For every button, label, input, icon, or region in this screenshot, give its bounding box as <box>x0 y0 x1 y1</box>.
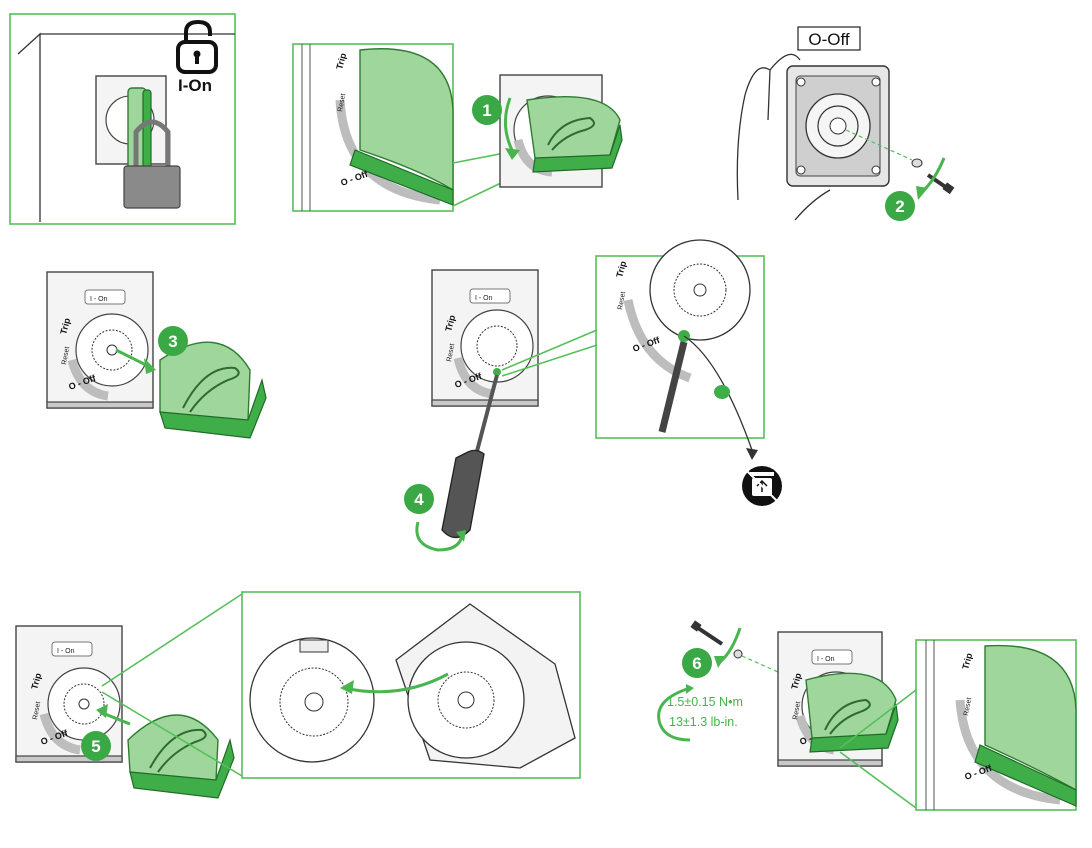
washer <box>911 158 923 168</box>
panel-step4: I - On Trip Reset O - Off 4 Trip Reset O… <box>404 239 782 552</box>
plate3-trip-label: Trip <box>58 317 72 336</box>
handle-6 <box>805 672 897 743</box>
plate5-trip-label: Trip <box>29 672 43 691</box>
plate3-ion-label: I - On <box>90 296 108 303</box>
plate6-ion-label: I - On <box>817 656 835 663</box>
plate5-reset-label: Reset <box>32 701 42 720</box>
inset-handle-edge <box>349 149 454 206</box>
inset-frame-step5 <box>241 591 581 779</box>
label-ion: I-On <box>178 76 212 95</box>
inset4-reset-label: Reset <box>617 291 627 310</box>
door-edge <box>17 32 235 222</box>
step-2-number: 2 <box>895 197 904 216</box>
inset-trip-label: Trip <box>334 52 348 71</box>
panel-step6: 6 1.5±0.15 N•m 13±1.3 lb-in. I - On Trip… <box>657 620 1077 811</box>
inset-frame-padlock <box>9 13 236 225</box>
handle-side <box>142 89 152 173</box>
screwdriver-handle <box>441 449 485 539</box>
ooff-label: O-Off <box>808 30 850 49</box>
padlock-open-icon <box>176 19 218 74</box>
panel-step5: I - On Trip Reset O - Off 5 <box>15 591 581 799</box>
inset4-trip-label: Trip <box>614 260 628 279</box>
screwdriver-shaft <box>474 374 499 456</box>
padlock-body <box>123 165 181 209</box>
inset6-trip-label: Trip <box>960 652 974 671</box>
ooff-box <box>797 26 861 51</box>
step-1-number: 1 <box>482 101 491 120</box>
step-1-badge <box>472 95 502 125</box>
plate6-reset-label: Reset <box>792 701 802 720</box>
plate4-trip-label: Trip <box>443 314 457 333</box>
step-3-number: 3 <box>168 332 177 351</box>
inset-handle <box>359 48 454 192</box>
panel-step1: Trip Reset O - Off 1 <box>292 43 623 212</box>
panel-padlock: I-On <box>9 13 236 225</box>
panel-step3: I - On Trip Reset O - Off 3 <box>46 271 267 439</box>
plate4-reset-label: Reset <box>446 343 456 362</box>
plate3-reset-label: Reset <box>61 346 71 365</box>
step-2-badge <box>885 191 915 221</box>
recycle-bin-icon <box>742 466 782 506</box>
rotate-arrow-1 <box>504 97 514 151</box>
torque-metric: 1.5±0.15 N•m <box>667 695 743 709</box>
inset-off-label: O - Off <box>339 169 370 188</box>
step-5-badge <box>81 731 111 761</box>
step-4-number: 4 <box>414 490 424 509</box>
hand <box>736 53 801 201</box>
plate5-ion-label: I - On <box>57 648 75 655</box>
plate6-trip-label: Trip <box>789 672 803 691</box>
panel-step2: O-Off 2 <box>736 26 955 221</box>
handle-1 <box>526 96 621 165</box>
step-4-badge <box>404 484 434 514</box>
inset-reset-label: Reset <box>337 93 347 112</box>
screw-6 <box>696 626 724 646</box>
padlock-shackle <box>133 119 171 170</box>
torque-imperial: 13±1.3 lb-in. <box>669 715 738 729</box>
plate4-ion-label: I - On <box>475 295 493 302</box>
step-3-badge <box>158 326 188 356</box>
step-5-number: 5 <box>91 737 100 756</box>
step-6-badge <box>682 648 712 678</box>
inset6-reset-label: Reset <box>963 697 973 716</box>
step-6-number: 6 <box>692 654 701 673</box>
